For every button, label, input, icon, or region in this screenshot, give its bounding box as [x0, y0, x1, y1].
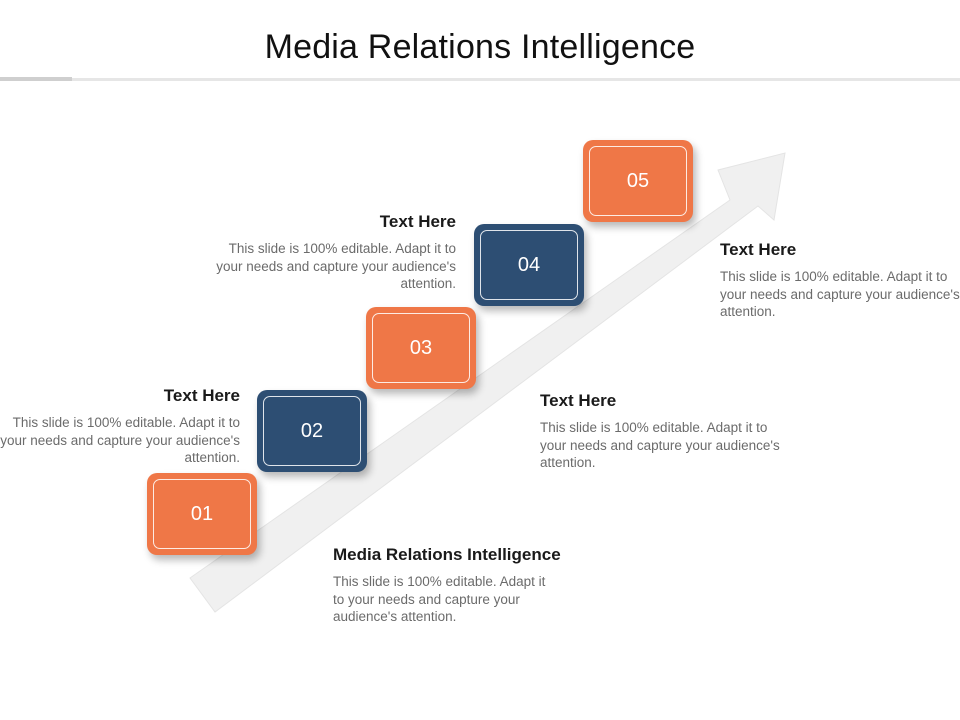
text-block-left-upper: Text Here This slide is 100% editable. A…: [216, 212, 456, 293]
text-block-left-lower: Text Here This slide is 100% editable. A…: [0, 386, 240, 467]
step-04: 04: [474, 224, 584, 306]
slide-title: Media Relations Intelligence: [264, 28, 696, 66]
step-02-label: 02: [263, 396, 361, 466]
step-03: 03: [366, 307, 476, 389]
text-block-body: This slide is 100% editable. Adapt it to…: [0, 415, 240, 465]
text-block-right-middle: Text Here This slide is 100% editable. A…: [540, 391, 780, 472]
step-01: 01: [147, 473, 257, 555]
step-04-label: 04: [480, 230, 578, 300]
text-block-heading: Text Here: [540, 391, 617, 410]
text-block-heading: Media Relations Intelligence: [333, 545, 561, 564]
text-block-body: This slide is 100% editable. Adapt it to…: [540, 420, 780, 470]
step-02: 02: [257, 390, 367, 472]
text-block-bottom: Media Relations Intelligence This slide …: [333, 545, 593, 626]
step-01-label: 01: [153, 479, 251, 549]
text-block-heading: Text Here: [720, 240, 797, 259]
text-block-body: This slide is 100% editable. Adapt it to…: [216, 241, 456, 291]
text-block-body: This slide is 100% editable. Adapt it to…: [333, 574, 546, 624]
step-05-label: 05: [589, 146, 687, 216]
step-03-label: 03: [372, 313, 470, 383]
text-block-heading: Text Here: [379, 212, 456, 231]
title-divider: [0, 78, 960, 81]
text-block-heading: Text Here: [163, 386, 240, 405]
title-divider-accent: [0, 77, 72, 81]
text-block-right-upper: Text Here This slide is 100% editable. A…: [720, 240, 960, 321]
step-05: 05: [583, 140, 693, 222]
text-block-body: This slide is 100% editable. Adapt it to…: [720, 269, 960, 319]
